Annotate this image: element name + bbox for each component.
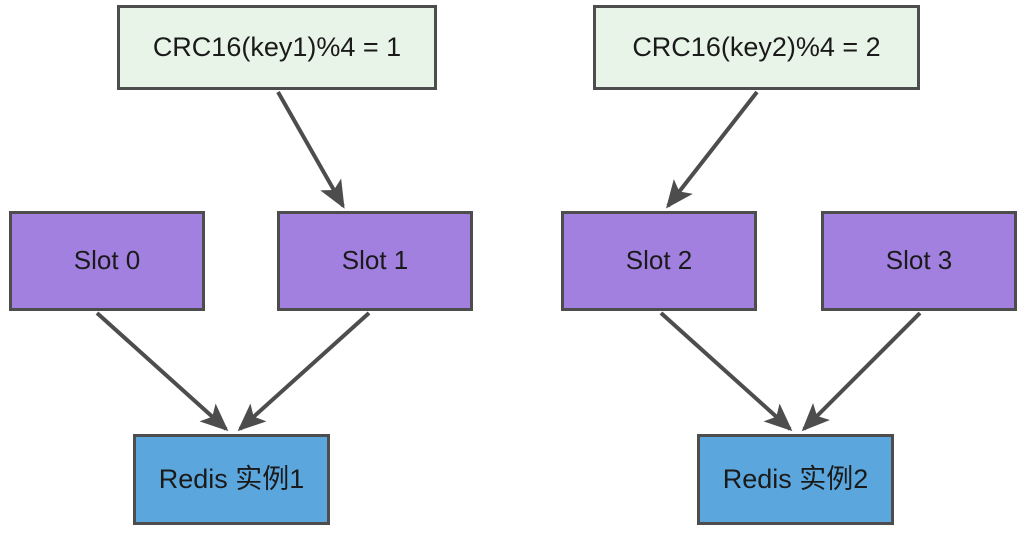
node-hash2[interactable]: CRC16(key2)%4 = 2 xyxy=(593,5,920,90)
node-slot0[interactable]: Slot 0 xyxy=(9,211,205,311)
node-label: Slot 0 xyxy=(73,245,141,276)
node-label: Slot 3 xyxy=(885,245,953,276)
node-redis1[interactable]: Redis 实例1 xyxy=(133,434,330,525)
node-redis2[interactable]: Redis 实例2 xyxy=(697,434,894,525)
edge-e-slot1-redis1 xyxy=(237,311,371,432)
node-label: Redis 实例1 xyxy=(158,463,305,494)
node-label: CRC16(key1)%4 = 1 xyxy=(152,31,402,62)
node-label: Slot 2 xyxy=(625,245,693,276)
node-slot2[interactable]: Slot 2 xyxy=(561,211,757,311)
edge-e-hash1-slot1 xyxy=(276,91,345,209)
node-hash1[interactable]: CRC16(key1)%4 = 1 xyxy=(117,5,437,90)
edge-e-slot0-redis1 xyxy=(95,311,229,432)
edge-e-hash2-slot2 xyxy=(666,90,759,209)
node-slot1[interactable]: Slot 1 xyxy=(277,211,473,311)
edges-group xyxy=(95,90,922,432)
edge-e-slot2-redis2 xyxy=(659,311,793,432)
node-label: CRC16(key2)%4 = 2 xyxy=(632,31,881,62)
node-label: Redis 实例2 xyxy=(722,463,869,494)
node-label: Slot 1 xyxy=(341,245,409,276)
node-slot3[interactable]: Slot 3 xyxy=(821,211,1017,311)
edge-e-slot3-redis2 xyxy=(801,311,922,432)
